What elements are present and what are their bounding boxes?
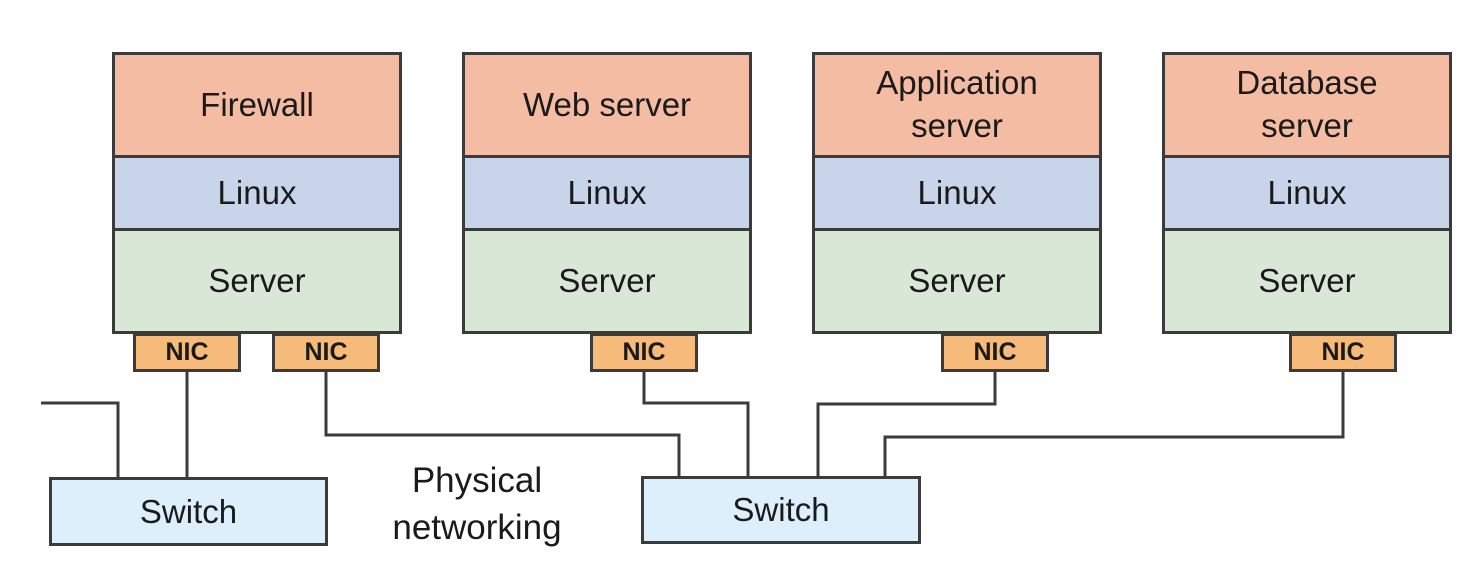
os-layer: Linux bbox=[112, 155, 402, 231]
os-layer: Linux bbox=[812, 155, 1102, 231]
application-layer: Application server bbox=[812, 52, 1102, 158]
hardware-layer: Server bbox=[112, 228, 402, 334]
cable-firewall-nic2-to-switch-right bbox=[324, 365, 681, 478]
os-layer: Linux bbox=[462, 155, 752, 231]
hardware-layer-label: Server bbox=[908, 261, 1006, 299]
application-layer: Web server bbox=[462, 52, 752, 158]
os-layer-label: Linux bbox=[917, 173, 997, 211]
cable-db-nic-to-switch-right bbox=[883, 365, 1345, 478]
caption-physical-networking: Physical networking bbox=[392, 461, 562, 548]
os-layer: Linux bbox=[1162, 155, 1452, 231]
nic-box-web-server: NIC bbox=[590, 333, 698, 372]
application-layer: Firewall bbox=[112, 52, 402, 158]
hardware-layer: Server bbox=[462, 228, 752, 334]
cable-external-to-switch-left bbox=[41, 401, 120, 478]
application-layer: Database server bbox=[1162, 52, 1452, 158]
nic-box-firewall-2: NIC bbox=[272, 333, 380, 372]
os-layer-label: Linux bbox=[567, 173, 647, 211]
nic-box-firewall-1: NIC bbox=[133, 333, 241, 372]
application-layer-label: Firewall bbox=[200, 85, 314, 123]
hardware-layer-label: Server bbox=[558, 261, 656, 299]
switch-box-right: Switch bbox=[641, 476, 921, 544]
server-stack-firewall: Firewall Linux Server bbox=[112, 52, 402, 334]
hardware-layer-label: Server bbox=[1258, 261, 1356, 299]
application-layer-label: Application server bbox=[876, 64, 1038, 144]
switch-label: Switch bbox=[139, 492, 238, 530]
nic-label: NIC bbox=[304, 338, 348, 366]
nic-box-database-server: NIC bbox=[1289, 333, 1397, 372]
nic-label: NIC bbox=[973, 338, 1017, 366]
nic-box-application-server: NIC bbox=[941, 333, 1049, 372]
server-stack-database-server: Database server Linux Server bbox=[1162, 52, 1452, 334]
application-layer-label: Database server bbox=[1236, 64, 1378, 144]
cable-app-nic-to-switch-right bbox=[816, 365, 997, 478]
server-stack-web-server: Web server Linux Server bbox=[462, 52, 752, 334]
os-layer-label: Linux bbox=[217, 173, 297, 211]
switch-label: Switch bbox=[732, 491, 830, 528]
switch-box-left: Switch bbox=[49, 477, 328, 546]
cable-web-nic-to-switch-right bbox=[642, 365, 750, 478]
os-layer-label: Linux bbox=[1267, 173, 1347, 211]
hardware-layer: Server bbox=[1162, 228, 1452, 334]
nic-label: NIC bbox=[1321, 338, 1365, 366]
nic-label: NIC bbox=[165, 338, 209, 366]
application-layer-label: Web server bbox=[522, 85, 692, 123]
hardware-layer-label: Server bbox=[208, 261, 306, 299]
server-stack-application-server: Application server Linux Server bbox=[812, 52, 1102, 334]
nic-label: NIC bbox=[622, 338, 666, 366]
hardware-layer: Server bbox=[812, 228, 1102, 334]
